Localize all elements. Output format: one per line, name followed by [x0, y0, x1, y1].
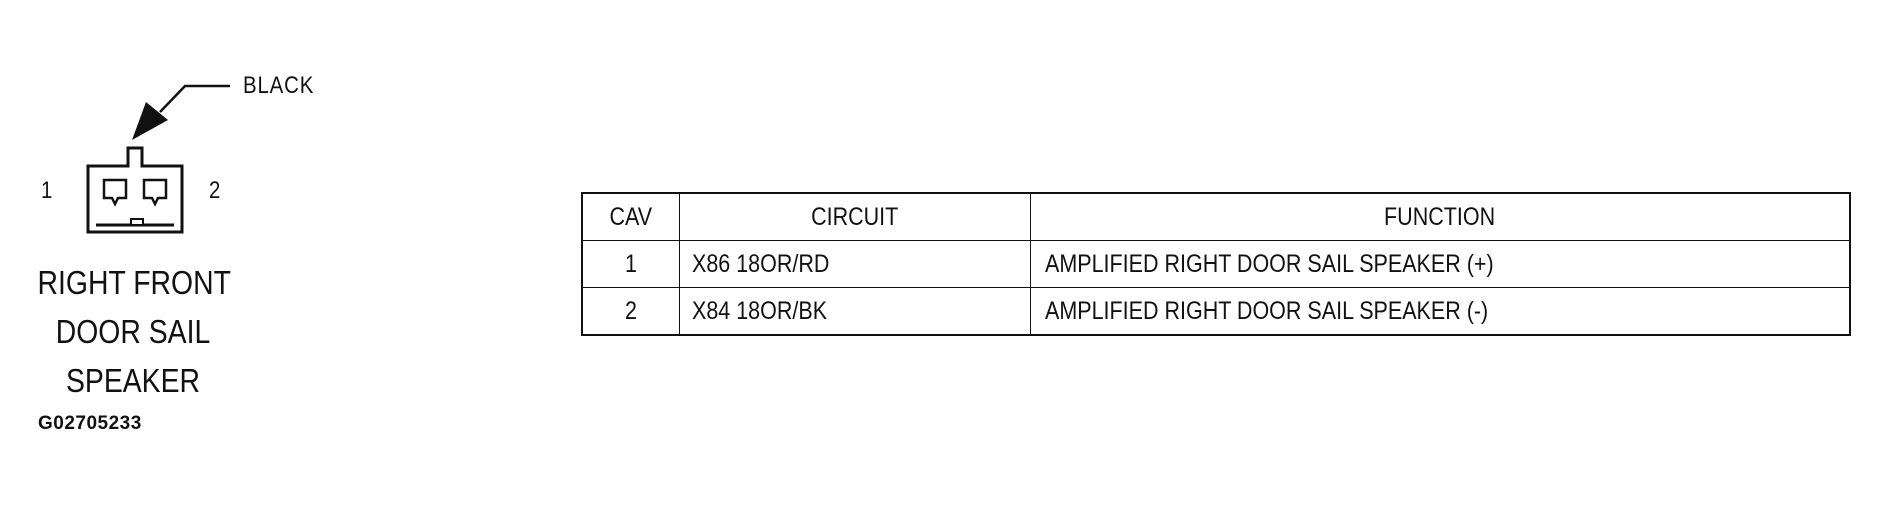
- cell-circuit: X86 18OR/RD: [679, 240, 1031, 288]
- callout-leader-line: [159, 84, 230, 113]
- pinout-table: CAV CIRCUIT FUNCTION 1 X86 18OR/RD AMPLI…: [581, 192, 1851, 336]
- cavity-2-icon: [142, 178, 168, 207]
- figure-id: G02705233: [38, 413, 142, 434]
- connector-name-line: RIGHT FRONT: [37, 264, 231, 301]
- table-header-row: CAV CIRCUIT FUNCTION: [581, 192, 1851, 241]
- table-row: 2 X84 18OR/BK AMPLIFIED RIGHT DOOR SAIL …: [581, 287, 1851, 336]
- connector-name: RIGHT FRONT DOOR SAIL SPEAKER: [37, 258, 231, 405]
- header-cav: CAV: [581, 192, 680, 241]
- header-circuit: CIRCUIT: [679, 192, 1031, 241]
- callout-arrowhead: [132, 102, 168, 140]
- cavity-1-icon: [102, 178, 128, 207]
- cell-function: AMPLIFIED RIGHT DOOR SAIL SPEAKER (-): [1030, 287, 1851, 336]
- cell-function: AMPLIFIED RIGHT DOOR SAIL SPEAKER (+): [1030, 240, 1851, 288]
- cell-cav: 1: [581, 240, 680, 288]
- cell-cav: 2: [581, 287, 680, 336]
- table-row: 1 X86 18OR/RD AMPLIFIED RIGHT DOOR SAIL …: [581, 240, 1851, 288]
- pin-1-label: 1: [41, 177, 53, 204]
- connector-latch: [130, 218, 144, 226]
- pin-2-label: 2: [209, 177, 221, 204]
- callout-color-label: BLACK: [243, 72, 315, 99]
- connector-housing: [86, 146, 184, 234]
- header-function: FUNCTION: [1030, 192, 1851, 241]
- connector-face-diagram: [86, 84, 230, 234]
- connector-name-line: DOOR SAIL: [55, 313, 211, 350]
- connector-name-line: SPEAKER: [65, 362, 201, 399]
- cell-circuit: X84 18OR/BK: [679, 287, 1031, 336]
